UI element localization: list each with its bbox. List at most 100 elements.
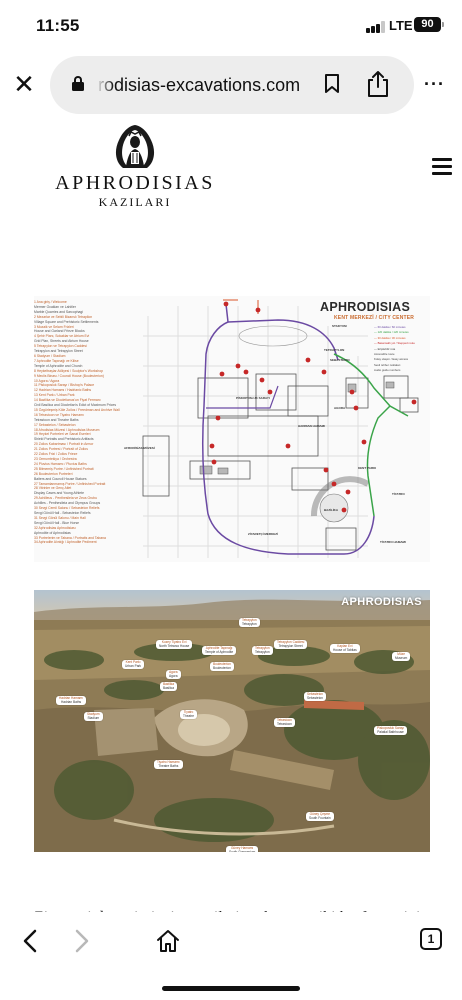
battery-tip bbox=[442, 22, 444, 27]
forward-chevron-icon[interactable] bbox=[70, 928, 92, 954]
aerial-label-tr: Tiyatro bbox=[183, 710, 194, 714]
site-logo-subtitle: KAZILARI bbox=[98, 195, 172, 209]
more-options-button[interactable]: ··· bbox=[424, 74, 445, 94]
map-legend-item: Aphrodite of Aphrodisias bbox=[34, 530, 71, 535]
close-icon[interactable]: ✕ bbox=[13, 69, 35, 99]
bookmark-icon[interactable] bbox=[324, 74, 340, 94]
map-legend-item: 20 Zoilos Kabartması / Portrait in Armor bbox=[34, 442, 94, 447]
tabs-count-button[interactable]: 1 bbox=[420, 928, 442, 950]
status-bar: 11:55 LTE 90 bbox=[0, 0, 462, 52]
aerial-label-en: Urban Park bbox=[125, 663, 142, 668]
map-key-item: Sesli rehber noktaları bbox=[374, 362, 401, 367]
map-legend-item: 7 Aphrodite Tapınağı ve Kilise bbox=[34, 358, 79, 363]
map-place-label: TİYATRO bbox=[392, 492, 405, 496]
back-chevron-icon[interactable] bbox=[20, 928, 42, 954]
aerial-label-en: Temple of Aphrodite bbox=[205, 649, 234, 654]
map-legend-item: 15 Özgürleşmiş Köle Zoilos / Freedman an… bbox=[34, 407, 120, 412]
aerial-label-en: Theatre bbox=[183, 713, 194, 718]
map-key-item: — 30 dakika / 30 minutes bbox=[374, 335, 406, 340]
map-legend-item: 23 Omrumtekiya / Orchestra bbox=[34, 457, 77, 461]
aerial-label-en: Agora bbox=[169, 673, 178, 678]
map-legend-item: Tetrapylon and Tetrapylon Street bbox=[34, 349, 83, 354]
map-legend-item: 34 Aphrodite Alınlığı / Aphrodite Pedime… bbox=[34, 540, 97, 545]
map-legend-item: 26 Bouleuterion Portreleri bbox=[34, 471, 73, 476]
aerial-label-en: House of Tabitas bbox=[333, 647, 357, 652]
aerial-label-tr: Tetrapylon Caddesi bbox=[277, 640, 305, 644]
hamburger-menu-icon[interactable] bbox=[432, 158, 452, 176]
map-key-item: — 60 dakika / 60 minutes bbox=[374, 325, 406, 329]
map-legend-item: Achilles - Penthesileia and Olympus Grou… bbox=[34, 501, 101, 506]
map-legend-item: 8 Heykeltraşlar Atölyesi / Sculptor's Wo… bbox=[34, 368, 103, 373]
home-icon[interactable] bbox=[155, 928, 181, 954]
address-bar[interactable]: rodisias-excavations.com bbox=[50, 56, 414, 114]
map-legend-item: 4 Şehir Planı, Sokaklar ve Atrium Evi bbox=[34, 334, 90, 339]
map-legend-item: Sevgi Gönül Hall - Blue Horse bbox=[34, 520, 80, 525]
map-legend-item: 17 Sebasteion / Sebasteion bbox=[34, 422, 76, 427]
aerial-title: APHRODISIAS bbox=[341, 596, 422, 608]
share-icon[interactable] bbox=[366, 70, 390, 98]
aerial-label-en: Tetrapylon Street bbox=[278, 643, 303, 648]
aerial-label-en: Tetrastoon bbox=[277, 721, 292, 726]
aerial-label-tr: Bazilika bbox=[163, 682, 174, 686]
map-legend-item: 2 Mezarlar ve Sebili Bizanslı Tetrapilon bbox=[34, 314, 93, 319]
aerial-label-tr: Tetrapylon bbox=[242, 618, 257, 622]
map-place-label: AFRODİSİAS MÜZESİ bbox=[124, 446, 155, 450]
map-place-label: TİYATRO HAMAMI bbox=[380, 540, 406, 544]
map-legend-item: 22 Zoilos Frizi / Zoilos Frieze bbox=[34, 452, 78, 457]
aerial-label-en: Tetrapylon bbox=[255, 649, 270, 654]
aphrodisias-logo-icon[interactable] bbox=[109, 122, 161, 170]
map-subtitle: KENT MERKEZİ / CITY CENTER bbox=[334, 315, 415, 321]
map-place-label: AGORA bbox=[334, 406, 346, 410]
map-key-item: — 120 dakika / 120 minutes bbox=[374, 330, 409, 335]
aerial-label-en: Bouleuterion bbox=[213, 665, 231, 670]
aerial-label-tr: Tiyatro Hamamı bbox=[157, 760, 180, 764]
map-place-label: HADRIAN HAMAMI bbox=[298, 424, 325, 428]
map-plan bbox=[138, 296, 430, 562]
map-legend-item: 11 Piskoposluk Sarayı / Bishop's Palace bbox=[34, 383, 95, 388]
map-legend-item: 30 Sevgi Cemil Salonu / Sebasteion Relie… bbox=[34, 506, 100, 511]
aerial-label-en: South Fountain bbox=[309, 815, 331, 820]
map-legend-item: Grid Plan, Streets and Atrium House bbox=[34, 339, 89, 344]
map-legend-item: 10 Agora / Agora bbox=[34, 378, 60, 383]
aerial-label-tr: Kuzey Tiyatro Evi bbox=[161, 640, 187, 644]
map-legend-item: Village Square and Prehistoric Settlemen… bbox=[34, 319, 99, 324]
aerial-label-en: Museum bbox=[395, 655, 408, 660]
map-place-label: BAZİLİKA bbox=[324, 508, 338, 512]
map-title: APHRODISIAS bbox=[320, 300, 411, 314]
aerial-label-en: Basilica bbox=[163, 685, 174, 690]
aerial-label-en: Theatre Baths bbox=[158, 763, 179, 768]
aerial-label-tr: Bouleuterion bbox=[213, 662, 231, 666]
site-logo-title[interactable]: APHRODISIAS bbox=[55, 172, 215, 194]
aerial-label-en: North Tetrarco House bbox=[159, 643, 190, 648]
map-legend-item: 14 Bazilika ve Diocletianus'un Fiyat Fer… bbox=[34, 398, 101, 403]
map-place-label: PİSKOPOSLUK SARAYI bbox=[236, 396, 270, 400]
aerial-label-en: Stadium bbox=[87, 715, 100, 720]
map-legend-item: Sevgi Gönül Hall - Sebasteion Reliefs bbox=[34, 510, 91, 515]
map-legend-item: House and Garland Frieze Blocks bbox=[34, 329, 85, 334]
map-legend-item: 1 Ana giriş / Welcome bbox=[34, 300, 67, 304]
map-legend-item: 12 Hadrian Hamamı / Hadrianic Baths bbox=[34, 388, 92, 393]
map-legend-item: 32 Aphrodisias Aphrodisiası bbox=[34, 525, 76, 530]
url-text[interactable]: rodisias-excavations.com bbox=[98, 75, 301, 95]
map-place-label: TETRAPYLON bbox=[324, 348, 345, 352]
aerial-label-tr: Güney Hamamı bbox=[230, 846, 254, 850]
map-legend-item: Shield Portraits and Prehistoric Artifac… bbox=[34, 437, 94, 442]
lock-icon bbox=[72, 76, 84, 91]
map-legend-item: 24 Pluvius Hamamı / Pluvius Baths bbox=[34, 461, 87, 466]
aerial-label-tr: Müze bbox=[397, 652, 406, 656]
map-legend-item: 29 Achilleus - Penthesileia ve Zeus Grub… bbox=[34, 496, 97, 501]
map-legend-item: Tetrastoon and Theatre Baths bbox=[34, 417, 79, 422]
aerial-label-en: Palatial Bathhouse bbox=[377, 729, 404, 734]
map-legend-item: 9 Meclis Binası / Council House (Bouleut… bbox=[34, 373, 104, 378]
battery-icon: 90 bbox=[414, 17, 441, 32]
bottom-toolbar: 1 bbox=[0, 912, 462, 1000]
home-indicator bbox=[162, 986, 300, 991]
aerial-label-tr: Stadyum bbox=[87, 712, 100, 716]
